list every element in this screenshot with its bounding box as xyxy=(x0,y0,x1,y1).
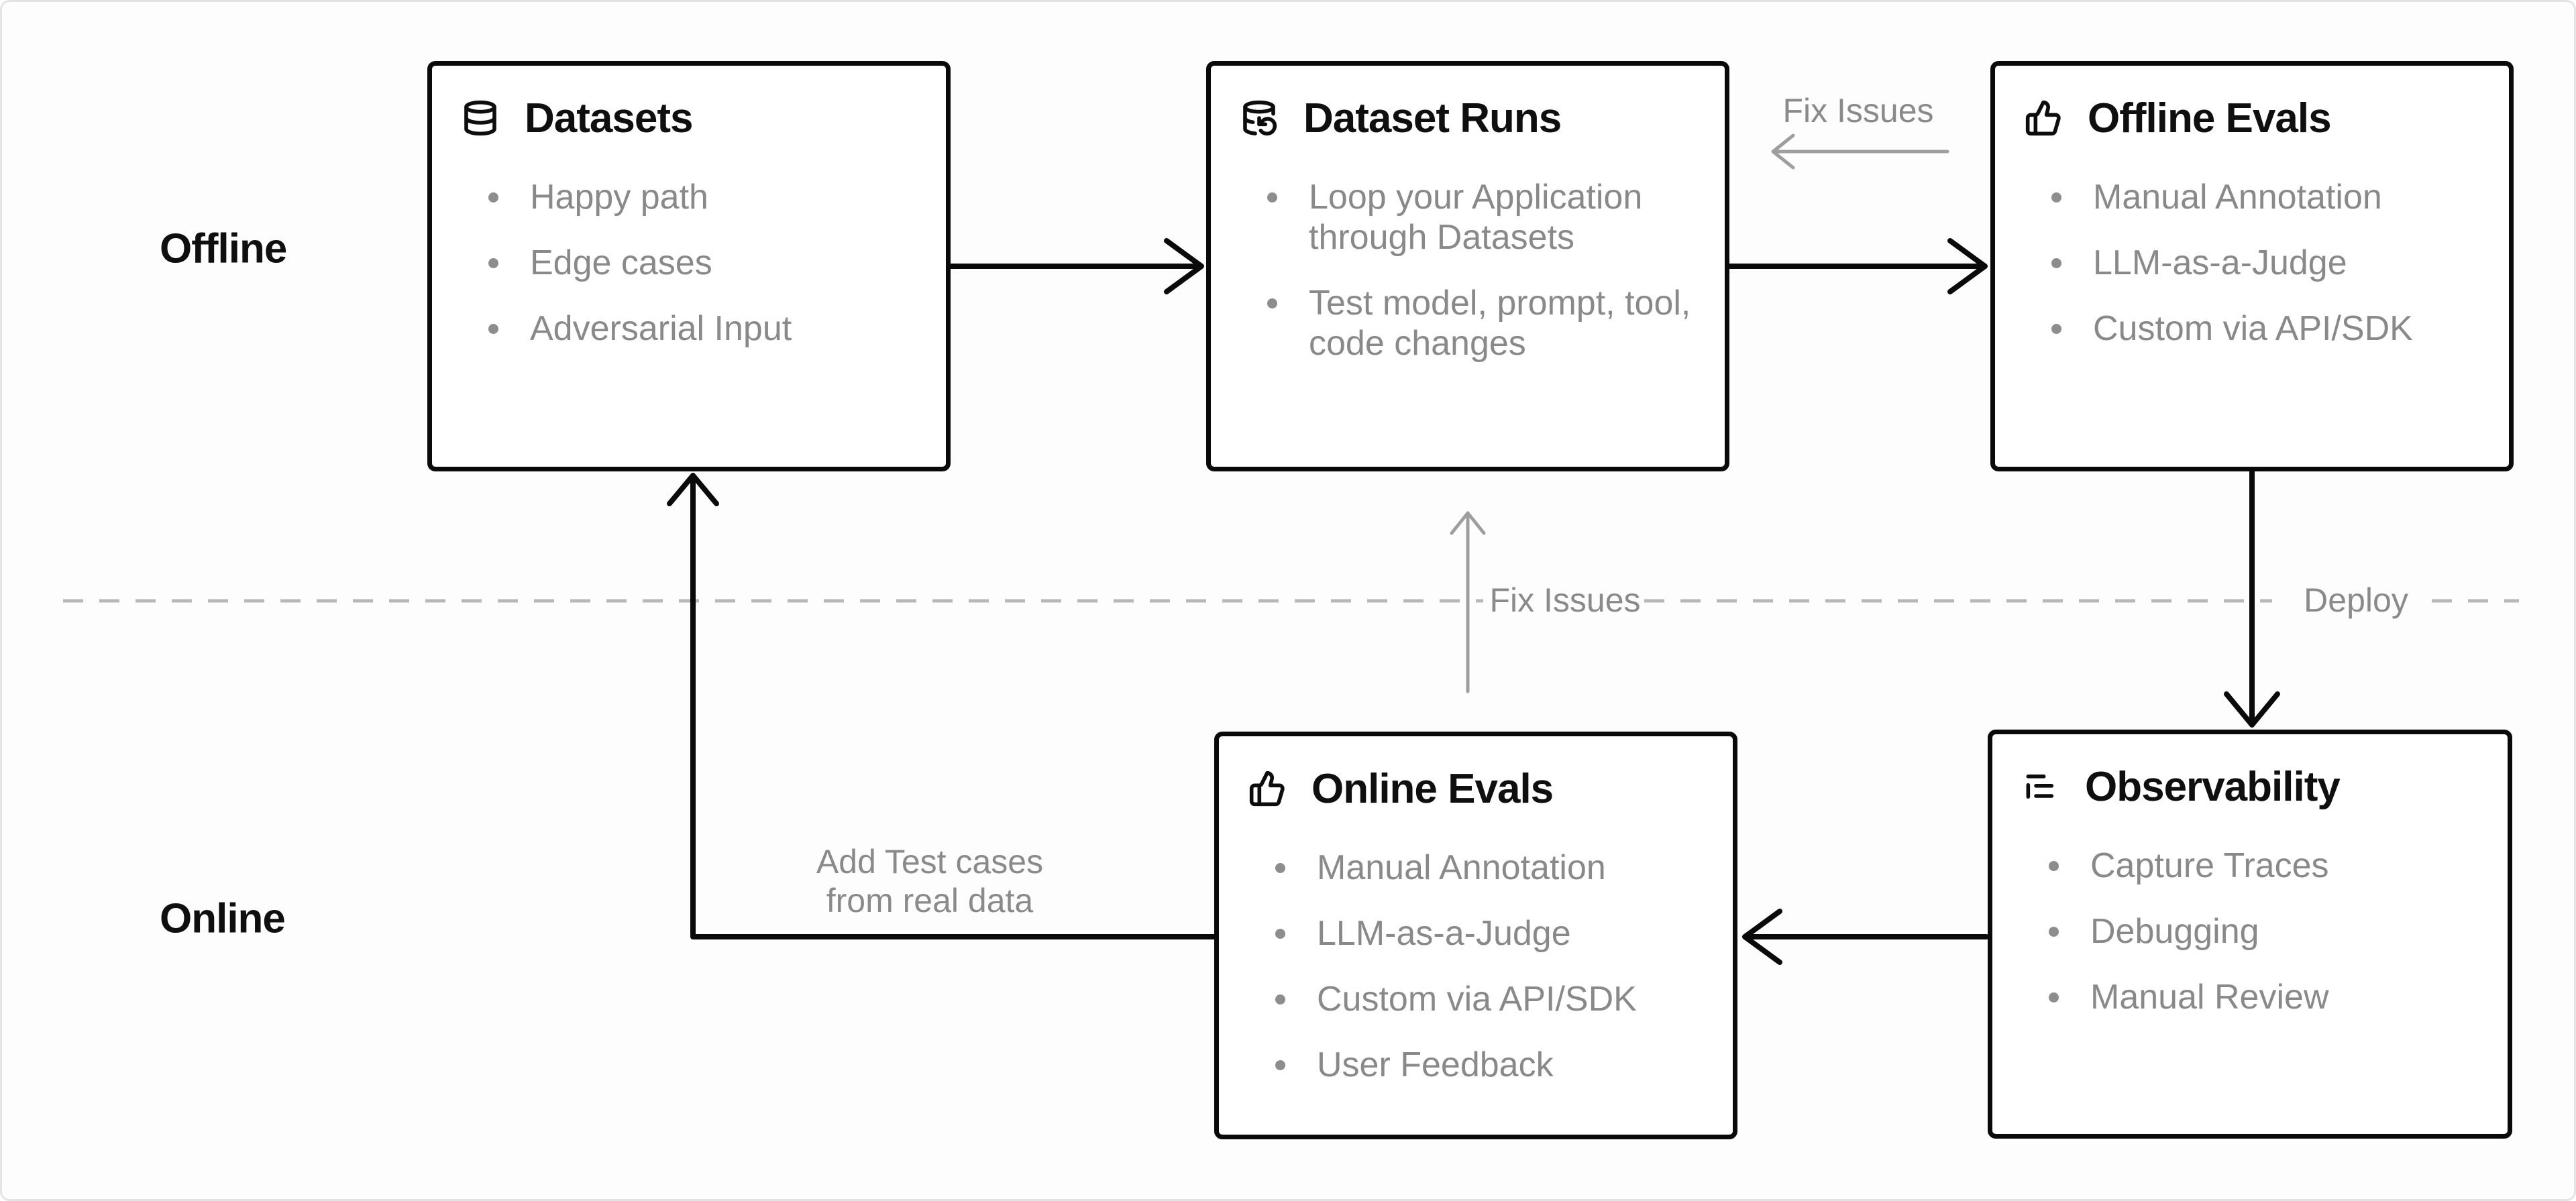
arrow-observability-to-online-evals xyxy=(1742,909,1989,965)
list-item: LLM-as-a-Judge xyxy=(1275,913,1709,954)
dataset-runs-title: Dataset Runs xyxy=(1303,95,1562,141)
list-item: Debugging xyxy=(2049,911,2483,952)
fix-issues-mid-label: Fix Issues xyxy=(1489,581,1641,619)
dataset-runs-bullet-list: Loop your Application through Datasets T… xyxy=(1240,177,1701,363)
thumbs-up-icon xyxy=(2025,100,2061,136)
dataset-runs-box: Dataset Runs Loop your Application throu… xyxy=(1206,61,1729,471)
deploy-label: Deploy xyxy=(2304,581,2408,619)
list-item: Manual Review xyxy=(2049,977,2483,1017)
database-icon xyxy=(464,100,496,136)
list-item: Custom via API/SDK xyxy=(2051,308,2485,349)
logs-icon xyxy=(2026,775,2054,799)
datasets-title: Datasets xyxy=(525,95,693,141)
observability-title-row: Observability xyxy=(2022,761,2483,812)
dataset-runs-title-row: Dataset Runs xyxy=(1240,93,1701,144)
list-item: Loop your Application through Datasets xyxy=(1267,177,1701,258)
list-item: Test model, prompt, tool, code changes xyxy=(1267,283,1701,363)
online-section-label: Online xyxy=(160,895,286,942)
database-refresh-icon xyxy=(1243,100,1277,136)
list-item: Manual Annotation xyxy=(1275,848,1709,888)
observability-title: Observability xyxy=(2085,763,2341,810)
datasets-box: Datasets Happy path Edge cases Adversari… xyxy=(427,61,951,471)
online-evals-title-row: Online Evals xyxy=(1248,763,1709,814)
observability-bullet-list: Capture Traces Debugging Manual Review xyxy=(2022,846,2483,1017)
list-item: LLM-as-a-Judge xyxy=(2051,243,2485,283)
list-item: Custom via API/SDK xyxy=(1275,979,1709,1019)
thumbs-up-icon xyxy=(1249,770,1285,807)
online-evals-bullet-list: Manual Annotation LLM-as-a-Judge Custom … xyxy=(1248,848,1709,1085)
offline-evals-title-row: Offline Evals xyxy=(2025,93,2485,144)
list-item: User Feedback xyxy=(1275,1045,1709,1085)
list-item: Adversarial Input xyxy=(488,308,922,349)
arrow-fix-issues-online-to-dataset-runs xyxy=(1450,511,1486,693)
fix-issues-top-label: Fix Issues xyxy=(1782,92,1934,129)
arrow-fix-issues-offline-to-dataset-runs xyxy=(1771,133,1949,170)
list-item: Capture Traces xyxy=(2049,846,2483,886)
list-item: Manual Annotation xyxy=(2051,177,2485,217)
offline-evals-bullet-list: Manual Annotation LLM-as-a-Judge Custom … xyxy=(2025,177,2485,349)
list-item: Happy path xyxy=(488,177,922,217)
observability-box: Observability Capture Traces Debugging M… xyxy=(1988,730,2512,1139)
offline-evals-title: Offline Evals xyxy=(2088,95,2332,141)
datasets-bullet-list: Happy path Edge cases Adversarial Input xyxy=(462,177,922,349)
datasets-title-row: Datasets xyxy=(462,93,922,144)
add-test-cases-label: Add Test cases from real data xyxy=(816,843,1044,919)
online-evals-box: Online Evals Manual Annotation LLM-as-a-… xyxy=(1214,732,1737,1139)
online-evals-title: Online Evals xyxy=(1311,765,1554,812)
arrow-dataset-runs-to-offline-evals xyxy=(1726,238,1988,294)
arrow-deploy-offline-evals-to-observability xyxy=(2224,469,2280,728)
offline-section-label: Offline xyxy=(160,225,287,272)
list-item: Edge cases xyxy=(488,243,922,283)
arrow-datasets-to-dataset-runs xyxy=(949,238,1204,294)
offline-evals-box: Offline Evals Manual Annotation LLM-as-a… xyxy=(1990,61,2514,471)
